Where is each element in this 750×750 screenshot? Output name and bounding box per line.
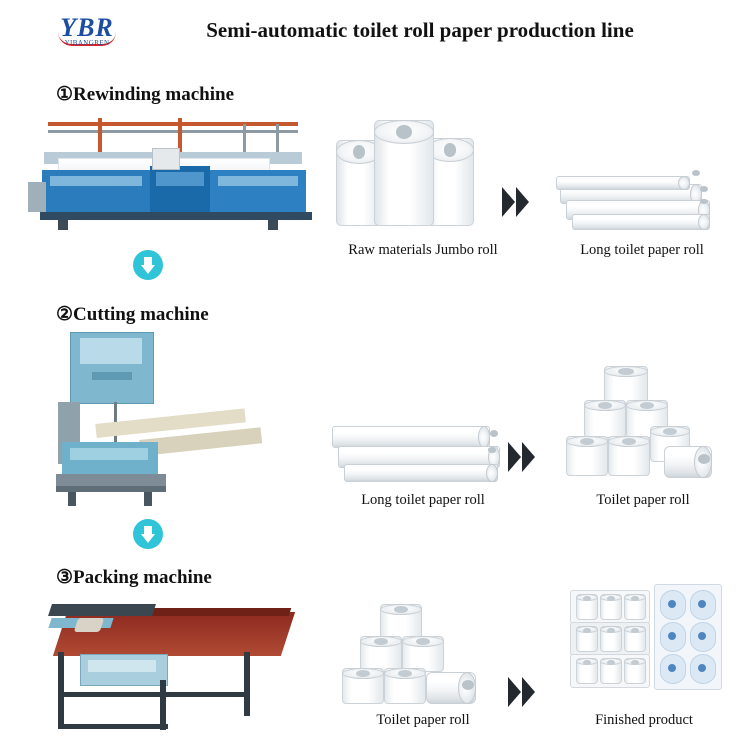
cutting-machine-photo: [40, 328, 280, 510]
step-2-label: ②Cutting machine: [56, 304, 209, 325]
step-3-input-caption: Toilet paper roll: [376, 712, 470, 728]
logo-swoosh-icon: [58, 32, 116, 46]
step-2-input-caption: Long toilet paper roll: [361, 492, 485, 508]
jumbo-rolls-photo: [330, 112, 510, 234]
long-toilet-paper-rolls-photo-1: [552, 170, 722, 238]
toilet-paper-rolls-photo-2: [330, 600, 510, 706]
rewinding-machine-photo: [28, 108, 320, 238]
step-3-output-caption: Finished product: [595, 712, 693, 728]
step-1-label: ①Rewinding machine: [56, 84, 235, 105]
step-1-output-caption: Long toilet paper roll: [580, 242, 704, 258]
header: YBR YIBANGREN Semi-automatic toilet roll…: [0, 0, 750, 62]
long-toilet-paper-rolls-photo-2: [330, 420, 510, 488]
company-logo: YBR YIBANGREN: [56, 14, 118, 50]
step-1-chevron-icon: [502, 185, 536, 219]
step-3-chevron-icon: [508, 675, 542, 709]
step-1-input-caption: Raw materials Jumbo roll: [348, 242, 498, 258]
step-3-label: ③Packing machine: [56, 567, 212, 588]
step-2-chevron-icon: [508, 440, 542, 474]
step-2-output-caption: Toilet paper roll: [596, 492, 690, 508]
down-arrow-2-to-3: [133, 519, 163, 549]
packing-machine-photo: [32, 596, 302, 736]
page-title: Semi-automatic toilet roll paper product…: [206, 18, 634, 42]
toilet-paper-rolls-photo-1: [556, 364, 726, 488]
logo-subtitle-text: YIBANGREN: [64, 39, 110, 47]
down-arrow-1-to-2: [133, 250, 163, 280]
finished-packed-product-photo: [556, 576, 736, 708]
